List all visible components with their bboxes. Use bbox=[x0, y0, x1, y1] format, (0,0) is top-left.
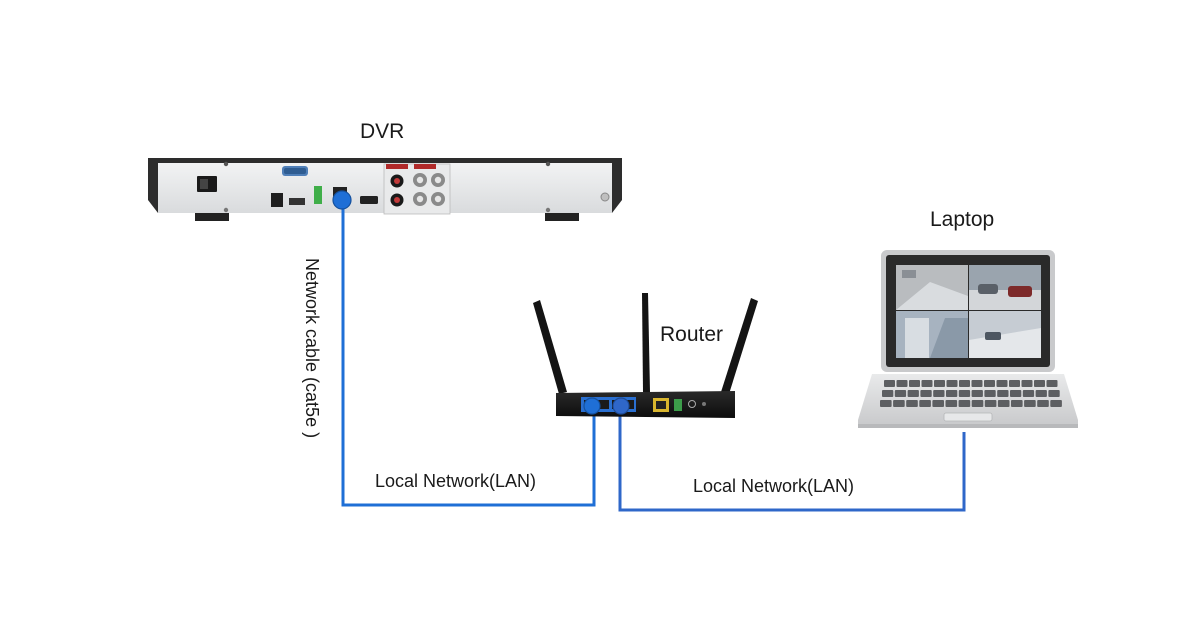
key bbox=[959, 380, 970, 387]
cable-dvr-router bbox=[341, 208, 596, 507]
key bbox=[921, 380, 933, 387]
key bbox=[1009, 380, 1020, 387]
key bbox=[920, 390, 932, 397]
dvr-device bbox=[148, 158, 622, 221]
dc-power-port-icon bbox=[271, 193, 283, 207]
key bbox=[971, 400, 984, 407]
network-cable-label: Network cable (cat5e ) bbox=[302, 258, 322, 439]
lan-label-right: Local Network(LAN) bbox=[693, 476, 855, 496]
key bbox=[1021, 380, 1033, 387]
laptop-label: Laptop bbox=[930, 208, 995, 231]
key bbox=[893, 400, 905, 407]
key bbox=[907, 390, 919, 397]
bnc-ports bbox=[413, 173, 445, 206]
ground-screw-icon bbox=[600, 192, 610, 202]
key bbox=[997, 390, 1009, 397]
key bbox=[1048, 390, 1060, 397]
key bbox=[958, 390, 971, 397]
router-antenna-right bbox=[721, 298, 758, 394]
router-device bbox=[533, 293, 758, 418]
dvr-foot-left bbox=[195, 213, 229, 221]
screw-icon bbox=[223, 161, 229, 167]
key bbox=[1035, 390, 1047, 397]
cable-plug-dvr bbox=[332, 190, 352, 210]
lan-label-left: Local Network(LAN) bbox=[375, 471, 537, 491]
key bbox=[984, 400, 997, 407]
alarm-terminal-icon bbox=[314, 186, 322, 204]
key bbox=[1050, 400, 1062, 407]
key bbox=[971, 390, 983, 397]
key bbox=[882, 390, 894, 397]
key bbox=[884, 380, 895, 387]
dvr-label: DVR bbox=[360, 120, 405, 143]
key bbox=[984, 390, 996, 397]
key bbox=[1010, 390, 1022, 397]
dvr-foot-right bbox=[545, 213, 579, 221]
router-power-port bbox=[674, 399, 682, 411]
router-label: Router bbox=[660, 323, 724, 346]
usb-port-icon bbox=[289, 198, 305, 205]
key bbox=[1034, 380, 1045, 387]
key bbox=[894, 390, 907, 397]
key bbox=[1011, 400, 1023, 407]
cable-router-laptop bbox=[618, 409, 966, 512]
key bbox=[946, 380, 958, 387]
cable-plug-router-1 bbox=[583, 397, 601, 415]
key bbox=[1037, 400, 1049, 407]
key bbox=[933, 390, 945, 397]
router-antenna-left bbox=[533, 300, 567, 394]
screw-icon bbox=[545, 207, 551, 213]
key bbox=[997, 400, 1010, 407]
hdmi-port-icon bbox=[360, 196, 378, 204]
router-power-button-icon bbox=[688, 400, 696, 408]
key bbox=[996, 380, 1008, 387]
laptop-keyboard bbox=[880, 380, 1062, 407]
key bbox=[1046, 380, 1058, 387]
screw-icon bbox=[223, 207, 229, 213]
laptop-device bbox=[858, 250, 1078, 428]
key bbox=[971, 380, 983, 387]
key bbox=[880, 400, 892, 407]
key bbox=[906, 400, 918, 407]
laptop-touchpad bbox=[943, 412, 993, 422]
key bbox=[984, 380, 995, 387]
key bbox=[1022, 390, 1035, 397]
key bbox=[946, 390, 958, 397]
screw-icon bbox=[545, 161, 551, 167]
key bbox=[896, 380, 908, 387]
cable-plug-router-2 bbox=[612, 397, 630, 415]
key bbox=[932, 400, 944, 407]
router-antenna-center bbox=[642, 293, 650, 392]
key bbox=[909, 380, 920, 387]
key bbox=[958, 400, 971, 407]
key bbox=[919, 400, 931, 407]
key bbox=[934, 380, 945, 387]
laptop-screen bbox=[896, 265, 1041, 358]
key bbox=[945, 400, 958, 407]
key bbox=[1024, 400, 1036, 407]
cables bbox=[332, 190, 966, 512]
